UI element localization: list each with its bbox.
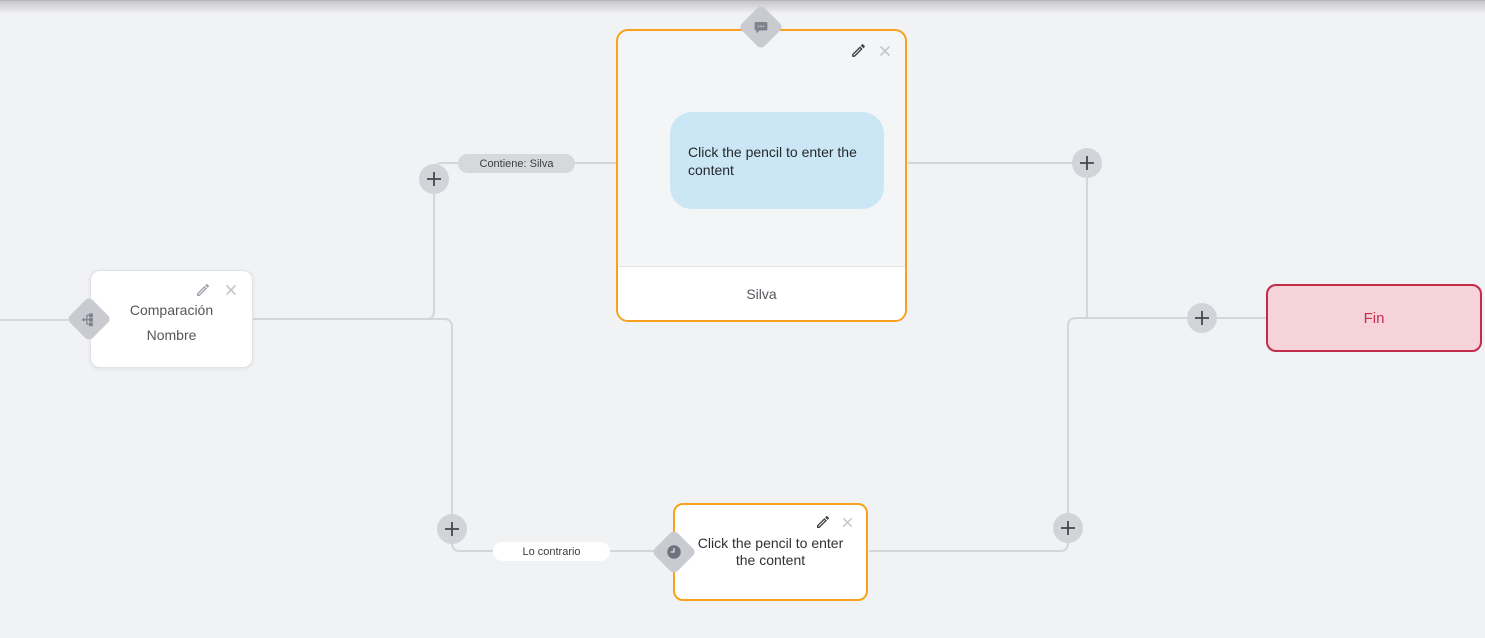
plus-icon (1078, 154, 1096, 172)
edit-pencil-icon[interactable] (850, 42, 867, 59)
clock-icon (665, 543, 683, 561)
plus-icon (1059, 519, 1077, 537)
condition-node[interactable]: Comparación Nombre (90, 270, 253, 368)
sitemap-icon (81, 311, 98, 328)
add-node-button-bottom-left[interactable] (437, 514, 467, 544)
add-node-button-top-right[interactable] (1072, 148, 1102, 178)
edge-message-to-merge (908, 162, 1088, 317)
edge-condition-to-delay (253, 318, 656, 552)
add-node-button-before-fin[interactable] (1187, 303, 1217, 333)
edge-delay-to-fin (869, 317, 1267, 552)
condition-title-line2: Nombre (146, 327, 197, 343)
fin-label: Fin (1363, 309, 1385, 327)
delay-placeholder-text: Click the pencil to enter the content (697, 535, 844, 568)
message-node[interactable]: Click the pencil to enter the content Si… (616, 29, 907, 322)
delay-node[interactable]: Click the pencil to enter the content (673, 503, 868, 601)
edge-label-contrario: Lo contrario (493, 542, 610, 561)
fin-node[interactable]: Fin (1266, 284, 1482, 352)
message-footer-label: Silva (746, 285, 777, 302)
message-type-badge (738, 4, 784, 50)
plus-icon (443, 520, 461, 538)
message-preview-text: Click the pencil to enter the content (688, 143, 857, 178)
chat-bubble-icon (753, 19, 770, 36)
edge-label-contiene: Contiene: Silva (458, 154, 575, 173)
condition-title: Comparación Nombre (91, 271, 252, 348)
close-icon[interactable] (840, 515, 855, 530)
edit-pencil-icon[interactable] (195, 282, 211, 298)
add-node-button-top-left[interactable] (419, 164, 449, 194)
edit-pencil-icon[interactable] (815, 514, 831, 530)
plus-icon (1193, 309, 1211, 327)
condition-title-line1: Comparación (129, 302, 214, 318)
add-node-button-bottom-right[interactable] (1053, 513, 1083, 543)
delay-type-badge (651, 529, 697, 575)
close-icon[interactable] (223, 282, 239, 298)
message-preview-bubble: Click the pencil to enter the content (670, 112, 884, 209)
message-footer: Silva (618, 266, 905, 320)
plus-icon (425, 170, 443, 188)
close-icon[interactable] (877, 43, 893, 59)
condition-type-badge (66, 296, 112, 342)
